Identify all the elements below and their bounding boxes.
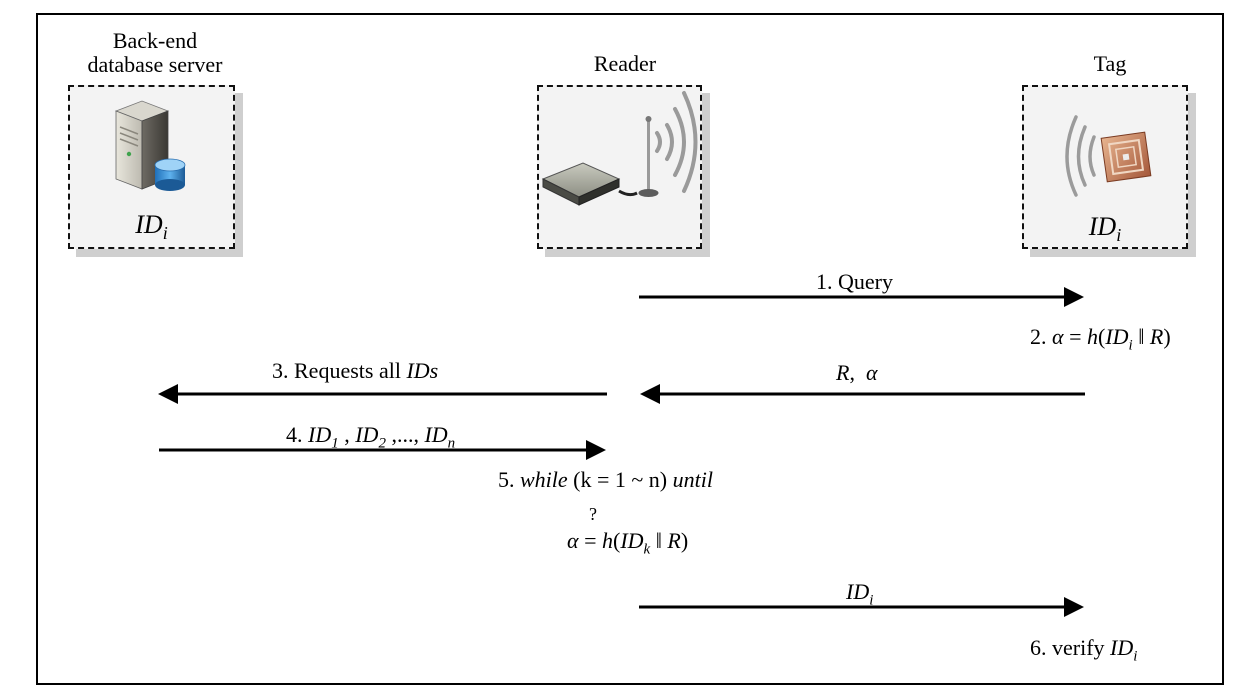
msg-r-alpha: R, α [836,360,878,385]
msg-6-verify: 6. verify IDi [1030,635,1138,665]
msg-3-requests: 3. Requests all IDs [272,358,439,383]
arrow-idi [639,597,1084,617]
database-server-icon [114,100,186,191]
msg-5-while: 5. while (k = 1 ~ n) until [498,467,713,492]
diagram-frame [36,13,1224,685]
server-id-label: IDi [135,210,168,244]
msg-2-alpha-hash: 2. α = h(IDi ‖ R) [1030,324,1171,354]
server-box: IDi [68,85,235,249]
msg-5-question: ? [589,504,597,524]
arrow-query [639,287,1084,307]
reader-label: Reader [593,51,657,76]
msg-4-id-list: 4. ID1 , ID2 ,..., IDn [286,422,456,452]
rfid-tag-icon [1065,115,1152,197]
tag-label: Tag [1093,51,1127,76]
msg-1-query: 1. Query [816,269,893,294]
tag-box: IDi [1022,85,1188,249]
arrow-requests-ids [158,384,607,404]
tag-id-label: IDi [1088,212,1122,246]
arrow-r-alpha [640,384,1085,404]
reader-box [537,85,702,249]
msg-5-compare: α = h(IDk ‖ R) [567,528,689,558]
msg-idi: IDi [846,579,874,609]
server-label: Back-end database server [87,28,223,77]
rfid-reader-icon [541,91,698,206]
arrow-id-list [159,440,606,460]
